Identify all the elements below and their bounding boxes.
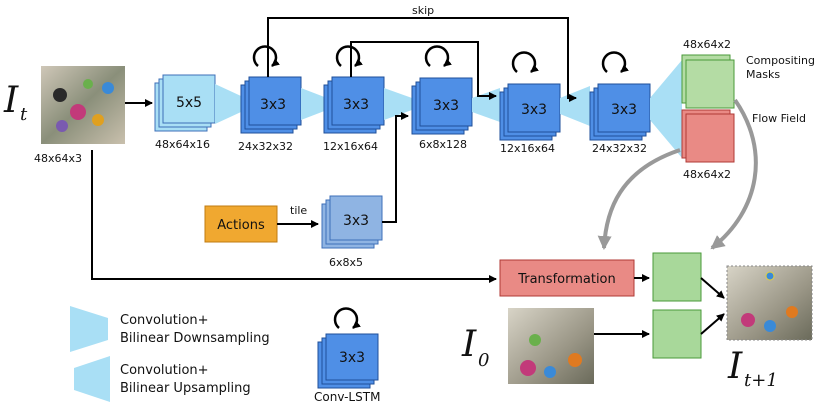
input-frame-symbol: I: [3, 80, 19, 121]
legend-up-line1: Convolution+: [120, 363, 209, 378]
transformation-label: Transformation: [517, 272, 616, 287]
upsample-trapezoid-2: [560, 86, 590, 126]
initial-frame-symbol: I: [461, 324, 477, 365]
legend-down-line2: Bilinear Downsampling: [120, 331, 270, 346]
arrow-input-to-transformation: [91, 150, 497, 283]
skip-connection-short: [350, 41, 497, 100]
downsample-trapezoid-1: [215, 84, 241, 124]
input-frame-image: [41, 66, 125, 144]
encoder-block-2-dims: 12x16x64: [323, 140, 378, 153]
recurrent-loop-icon: [335, 45, 363, 67]
actions-label: Actions: [217, 218, 265, 233]
downsample-trapezoid-2: [301, 88, 327, 120]
encoder-block-1: [240, 76, 302, 134]
legend-lstm-label: Conv-LSTM: [314, 390, 380, 404]
decoder-block-2-label: 3x3: [611, 102, 637, 118]
decoder-block-2-dims: 24x32x32: [592, 142, 647, 155]
input-frame-subscript: t: [20, 104, 28, 125]
composite-box-initial: [652, 309, 702, 359]
legend-down-line1: Convolution+: [120, 313, 209, 328]
output-frame-subscript: t+1: [744, 370, 778, 391]
encoder-block-1-label: 3x3: [260, 97, 286, 113]
upsample-trapezoid-1: [472, 88, 500, 122]
arrow-action-conv-to-bottleneck: [382, 112, 409, 223]
arrow-flow-to-transformation: [597, 148, 681, 250]
masks-dims: 48x64x2: [683, 38, 731, 51]
encoder-block-3: [411, 77, 473, 135]
legend-lstm-block-label: 3x3: [339, 350, 365, 366]
encoder-block-2: [323, 76, 385, 134]
output-frame-symbol: I: [727, 346, 743, 387]
masks-label-line1: Compositing: [746, 54, 815, 67]
action-conv-block: [321, 195, 383, 249]
arrow-composite-to-output-1: [700, 277, 725, 299]
skip-label: skip: [412, 4, 434, 17]
input-frame-dims: 48x64x3: [34, 152, 82, 165]
legend-downsample-icon: [70, 306, 108, 352]
composite-box-transformed: [652, 252, 702, 302]
actions-box: [204, 205, 278, 243]
conv5-dims: 48x64x16: [155, 138, 210, 151]
encoder-block-3-dims: 6x8x128: [419, 138, 467, 151]
conv5-label: 5x5: [176, 95, 202, 111]
recurrent-loop-icon: [333, 307, 361, 329]
transformation-box: [499, 259, 635, 297]
action-conv-label: 3x3: [343, 213, 369, 229]
conv5-block: [154, 74, 216, 132]
recurrent-loop-icon: [601, 51, 629, 73]
legend-lstm-block: [317, 333, 379, 389]
initial-frame-image: [508, 308, 594, 384]
encoder-block-3-label: 3x3: [433, 98, 459, 114]
tile-label: tile: [290, 204, 307, 217]
decoder-block-2: [589, 83, 651, 141]
initial-frame-subscript: 0: [478, 350, 489, 371]
upsample-trapezoid-3: [650, 60, 682, 158]
flow-field-block: [681, 109, 735, 163]
encoder-block-1-dims: 24x32x32: [238, 140, 293, 153]
output-frame-image: [726, 265, 813, 341]
compositing-masks-block: [681, 54, 735, 109]
decoder-block-1: [499, 83, 561, 141]
skip-connection-long: [267, 17, 577, 102]
legend-up-line2: Bilinear Upsampling: [120, 381, 251, 396]
recurrent-loop-icon: [511, 51, 539, 73]
encoder-block-2-label: 3x3: [343, 97, 369, 113]
recurrent-loop-icon: [424, 45, 452, 67]
arrow-composite-to-output-2: [700, 313, 725, 335]
decoder-block-1-dims: 12x16x64: [500, 142, 555, 155]
recurrent-loop-icon: [252, 45, 280, 67]
masks-label-line2: Masks: [746, 68, 780, 81]
action-conv-dims: 6x8x5: [329, 256, 363, 269]
flow-field-label: Flow Field: [752, 112, 806, 125]
legend-upsample-icon: [74, 356, 110, 402]
flow-field-dims: 48x64x2: [683, 168, 731, 181]
arrow-masks-to-composite: [710, 98, 758, 250]
decoder-block-1-label: 3x3: [521, 102, 547, 118]
